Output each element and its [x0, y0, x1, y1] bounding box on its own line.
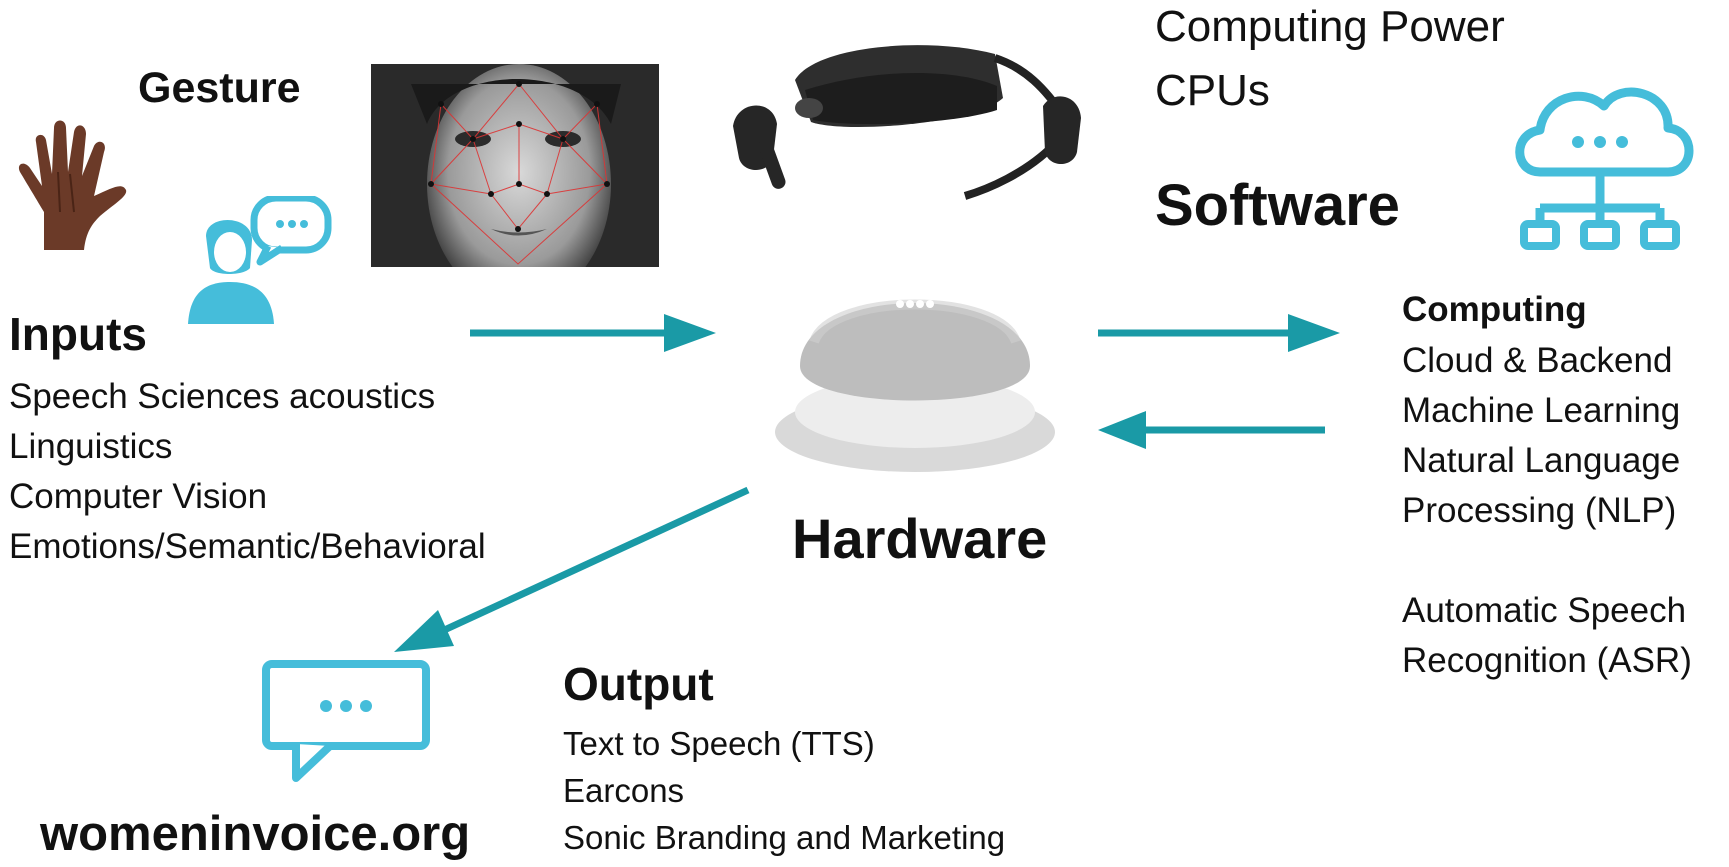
software-title: Software — [1155, 173, 1400, 238]
face-landmarks-image — [371, 64, 659, 267]
computing-item: Machine Learning — [1402, 391, 1681, 430]
computing-list: Cloud & Backend Machine Learning Natural… — [1402, 336, 1692, 686]
computing-item: Natural Language — [1402, 441, 1681, 480]
inputs-item: Speech Sciences acoustics — [9, 377, 436, 416]
computing-item-spacer — [1402, 536, 1692, 586]
output-item: Text to Speech (TTS) — [563, 725, 875, 762]
cloud-network-icon — [1500, 68, 1700, 258]
inputs-title: Inputs — [9, 308, 147, 360]
smart-speaker-image — [770, 262, 1060, 472]
output-list: Text to Speech (TTS) Earcons Sonic Brand… — [563, 720, 1005, 861]
site-link[interactable]: womeninvoice.org — [40, 807, 471, 861]
computing-item: Processing (NLP) — [1402, 491, 1677, 530]
computing-power-label: Computing Power — [1155, 2, 1505, 51]
chat-bubble-icon — [262, 660, 432, 790]
cpus-label: CPUs — [1155, 66, 1270, 115]
computing-item: Automatic Speech — [1402, 591, 1687, 630]
raised-hand-icon — [14, 112, 132, 252]
computing-item: Recognition (ASR) — [1402, 641, 1692, 680]
inputs-item: Linguistics — [9, 427, 173, 466]
inputs-item: Emotions/Semantic/Behavioral — [9, 527, 486, 566]
output-item: Sonic Branding and Marketing — [563, 819, 1006, 856]
vr-headset-image — [725, 28, 1105, 218]
arrow-hardware-to-output — [438, 486, 750, 636]
gesture-label: Gesture — [138, 64, 301, 112]
computing-item: Cloud & Backend — [1402, 341, 1673, 380]
inputs-list: Speech Sciences acoustics Linguistics Co… — [9, 372, 486, 572]
person-speech-icon — [184, 196, 334, 326]
computing-title: Computing — [1402, 290, 1587, 329]
output-title: Output — [563, 658, 714, 710]
hardware-title: Hardware — [792, 507, 1048, 570]
inputs-item: Computer Vision — [9, 477, 268, 516]
output-item: Earcons — [563, 772, 685, 809]
